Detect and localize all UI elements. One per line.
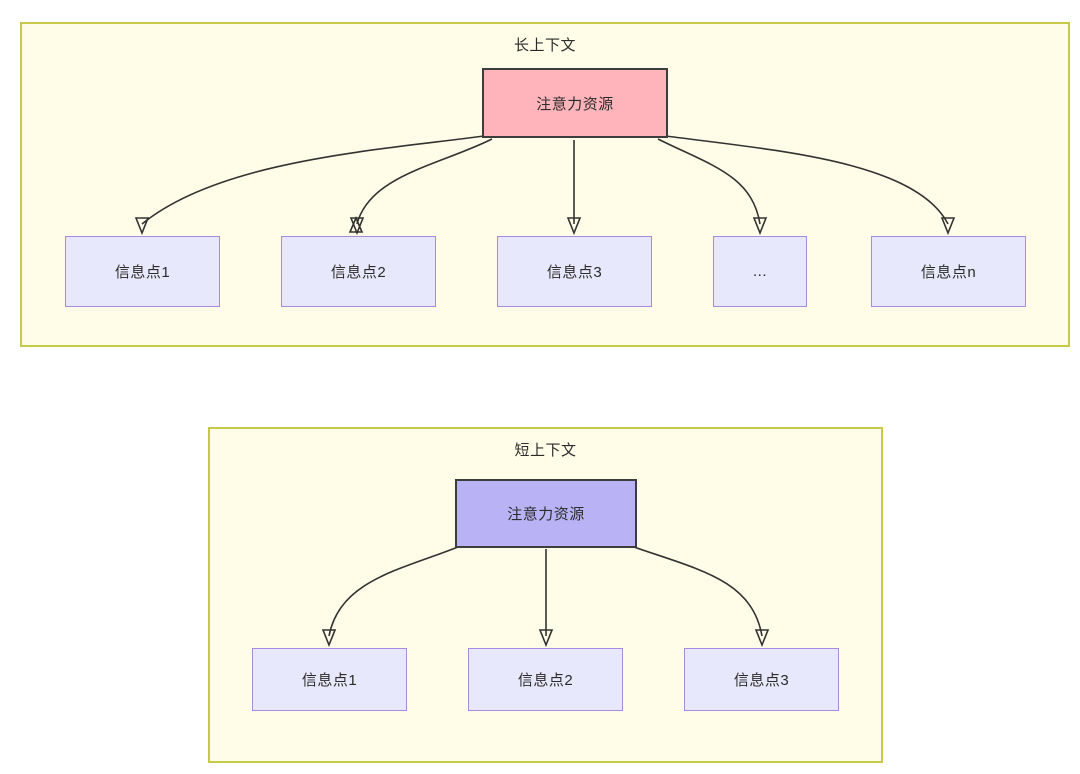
node-info-point-long-ellipsis[interactable]: ... bbox=[713, 236, 807, 307]
node-info-point-short-2[interactable]: 信息点2 bbox=[468, 648, 623, 711]
node-info-point-long-3[interactable]: 信息点3 bbox=[497, 236, 652, 307]
node-label: 信息点1 bbox=[114, 264, 171, 281]
node-label: 注意力资源 bbox=[507, 506, 585, 523]
node-attention-resource-long[interactable]: 注意力资源 bbox=[482, 68, 668, 138]
node-info-point-short-1[interactable]: 信息点1 bbox=[252, 648, 407, 711]
node-label: 信息点1 bbox=[301, 672, 358, 689]
node-info-point-long-2[interactable]: 信息点2 bbox=[281, 236, 436, 307]
node-label: 注意力资源 bbox=[536, 95, 614, 113]
node-label: ... bbox=[752, 263, 767, 280]
panel-long-context-title: 长上下文 bbox=[513, 37, 576, 54]
node-info-point-long-n[interactable]: 信息点n bbox=[871, 236, 1026, 307]
node-attention-resource-short[interactable]: 注意力资源 bbox=[455, 479, 637, 548]
node-label: 信息点2 bbox=[517, 672, 574, 689]
node-info-point-short-3[interactable]: 信息点3 bbox=[684, 648, 839, 711]
node-label: 信息点3 bbox=[546, 264, 603, 281]
panel-short-context-title: 短上下文 bbox=[514, 442, 577, 459]
node-label: 信息点2 bbox=[330, 264, 387, 281]
node-info-point-long-1[interactable]: 信息点1 bbox=[65, 236, 220, 307]
node-label: 信息点3 bbox=[733, 672, 790, 689]
panel-short-context: 短上下文 bbox=[208, 427, 883, 763]
node-label: 信息点n bbox=[920, 264, 977, 281]
